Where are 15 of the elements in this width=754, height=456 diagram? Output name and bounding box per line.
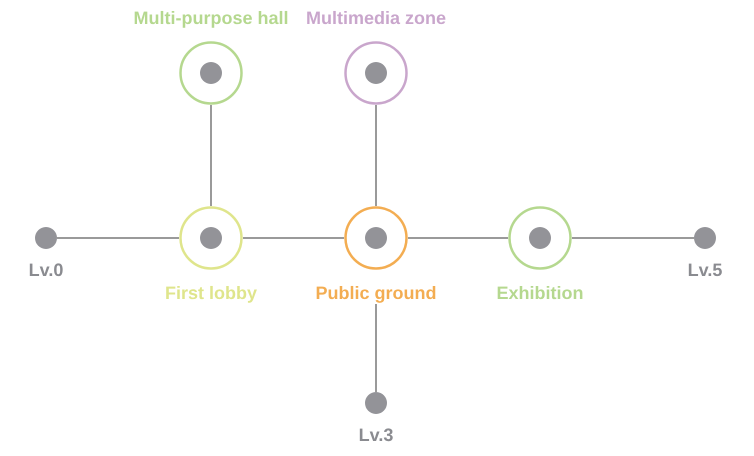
connector-line xyxy=(375,304,377,392)
connector-line xyxy=(375,105,377,206)
connector-line xyxy=(210,105,212,206)
connector-line xyxy=(408,237,508,239)
node-label: Multi-purpose hall xyxy=(134,7,288,29)
node-label: Lv.3 xyxy=(358,424,394,446)
node-label: Lv.5 xyxy=(688,259,722,281)
connector-line xyxy=(57,237,179,239)
connector-line xyxy=(243,237,344,239)
node-label: Multimedia zone xyxy=(306,7,446,29)
connector-line xyxy=(572,237,694,239)
node-label: Exhibition xyxy=(496,282,584,304)
node-label: First lobby xyxy=(164,282,257,304)
node-label: Lv.0 xyxy=(28,259,64,281)
node-label: Public ground xyxy=(316,282,436,304)
